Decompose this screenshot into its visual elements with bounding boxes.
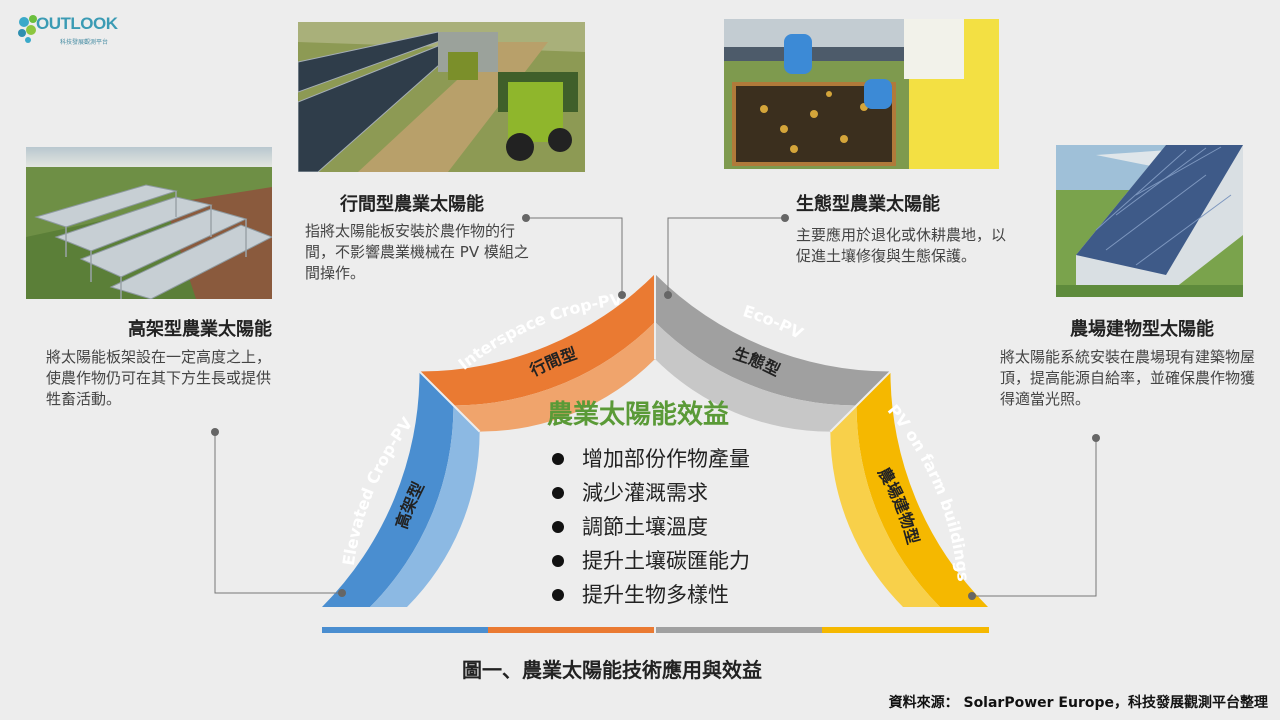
- legend-bar-interspace: [488, 627, 654, 633]
- benefit-item: 減少灌溉需求: [552, 476, 750, 510]
- elevated-title: 高架型農業太陽能: [128, 319, 272, 340]
- legend-bar-eco: [656, 627, 822, 633]
- eco-title: 生態型農業太陽能: [796, 194, 940, 215]
- arc-label-en-eco: Eco-PV: [741, 301, 807, 343]
- arc-outer-interspace: [419, 274, 655, 406]
- bullet-icon: [552, 555, 564, 567]
- arc-outer-eco: [655, 274, 891, 406]
- farm-buildings-title: 農場建物型太陽能: [1070, 319, 1214, 340]
- farm-building-pv-photo: [1056, 145, 1243, 297]
- arc-inner-eco: [655, 322, 857, 432]
- logo-subtitle: 科技發展觀測平台: [60, 39, 109, 46]
- center-title: 農業太陽能效益: [547, 400, 730, 430]
- connector-lines: [214, 217, 1097, 597]
- arc-inner-interspace: [453, 322, 655, 432]
- benefit-item: 提升土壤碳匯能力: [552, 544, 750, 578]
- arc-inner-elevated: [370, 405, 480, 607]
- arc-separator: [418, 370, 481, 433]
- benefit-item: 增加部份作物產量: [552, 442, 750, 476]
- logo-leaf-icon: [18, 15, 37, 43]
- arc-outer-elevated: [322, 371, 454, 607]
- bullet-icon: [552, 521, 564, 533]
- elevated-pv-photo: [26, 147, 272, 299]
- benefit-item: 調節土壤溫度: [552, 510, 750, 544]
- bullet-icon: [552, 589, 564, 601]
- benefit-item: 提升生物多樣性: [552, 578, 750, 612]
- eco-pv-photo: [724, 19, 999, 169]
- outlook-logo: OUTLOOK 科技發展觀測平台: [14, 8, 134, 48]
- benefits-list: 增加部份作物產量 減少灌溉需求 調節土壤溫度 提升土壤碳匯能力 提升生物多樣性: [552, 442, 750, 612]
- interspace-pv-photo: [298, 22, 585, 172]
- interspace-desc: 指將太陽能板安裝於農作物的行間，不影響農業機械在 PV 模組之間操作。: [305, 222, 529, 282]
- bullet-icon: [552, 453, 564, 465]
- eco-desc: 主要應用於退化或休耕農地，以促進土壤修復與生態保護。: [796, 226, 1007, 265]
- elevated-desc: 將太陽能板架設在一定高度之上，使農作物仍可在其下方生長或提供牲畜活動。: [46, 348, 272, 408]
- farm-buildings-desc: 將太陽能系統安裝在農場現有建築物屋頂，提高能源自給率，並確保農作物獲得適當光照。: [1000, 348, 1256, 408]
- legend-bar-elevated: [322, 627, 488, 633]
- legend-bar-farm: [822, 627, 989, 633]
- logo-wordmark: OUTLOOK: [36, 14, 118, 33]
- interspace-title: 行間型農業太陽能: [340, 194, 484, 215]
- arc-inner-farm: [830, 405, 940, 607]
- bullet-icon: [552, 487, 564, 499]
- connector-dots: [211, 214, 1100, 600]
- arc-separator: [829, 370, 892, 433]
- source-note: 資料來源： SolarPower Europe，科技發展觀測平台整理: [888, 695, 1268, 711]
- figure-caption: 圖一、農業太陽能技術應用與效益: [462, 658, 762, 682]
- arc-outer-farm: [856, 371, 988, 607]
